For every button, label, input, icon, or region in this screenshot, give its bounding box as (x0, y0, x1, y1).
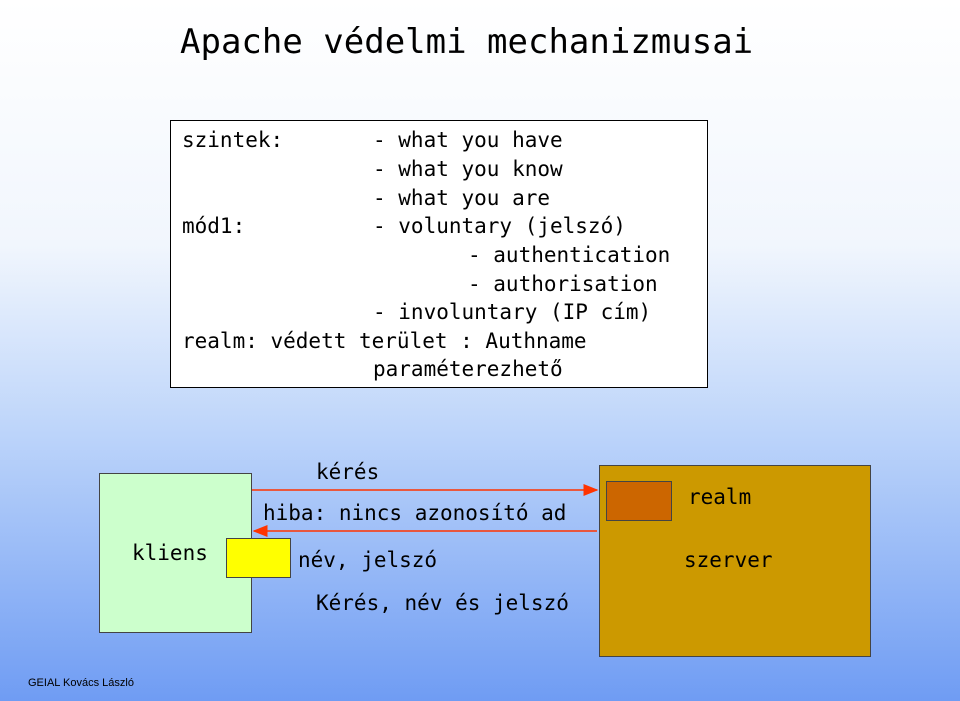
info-line-are: - what you are (373, 186, 551, 210)
info-box (170, 120, 708, 388)
info-line-voluntary: - voluntary (jelszó) (373, 214, 626, 238)
message-request-with-credentials: Kérés, név és jelszó (316, 591, 569, 615)
info-line-have: - what you have (373, 128, 563, 152)
realm-box (606, 481, 672, 521)
info-line-authorisation: - authorisation (468, 272, 658, 296)
info-line-mode: mód1: (182, 214, 246, 238)
info-line-param: paraméterezhető (373, 357, 563, 381)
info-line-involuntary: - involuntary (IP cím) (373, 300, 652, 324)
client-label: kliens (132, 541, 208, 565)
info-line-authentication: - authentication (468, 243, 671, 267)
page-title: Apache védelmi mechanizmusai (180, 22, 754, 62)
footer-author: GEIAL Kovács László (28, 677, 134, 689)
info-line-realm: realm: védett terület : Authname (182, 329, 587, 353)
info-line-levels: szintek: (182, 128, 284, 152)
info-line-know: - what you know (373, 157, 563, 181)
client-credentials-box (226, 538, 291, 578)
realm-label: realm (688, 485, 752, 509)
message-error: hiba: nincs azonosító ad (263, 501, 567, 525)
message-credentials: név, jelszó (298, 548, 438, 572)
server-label: szerver (684, 548, 773, 572)
message-request: kérés (316, 460, 380, 484)
